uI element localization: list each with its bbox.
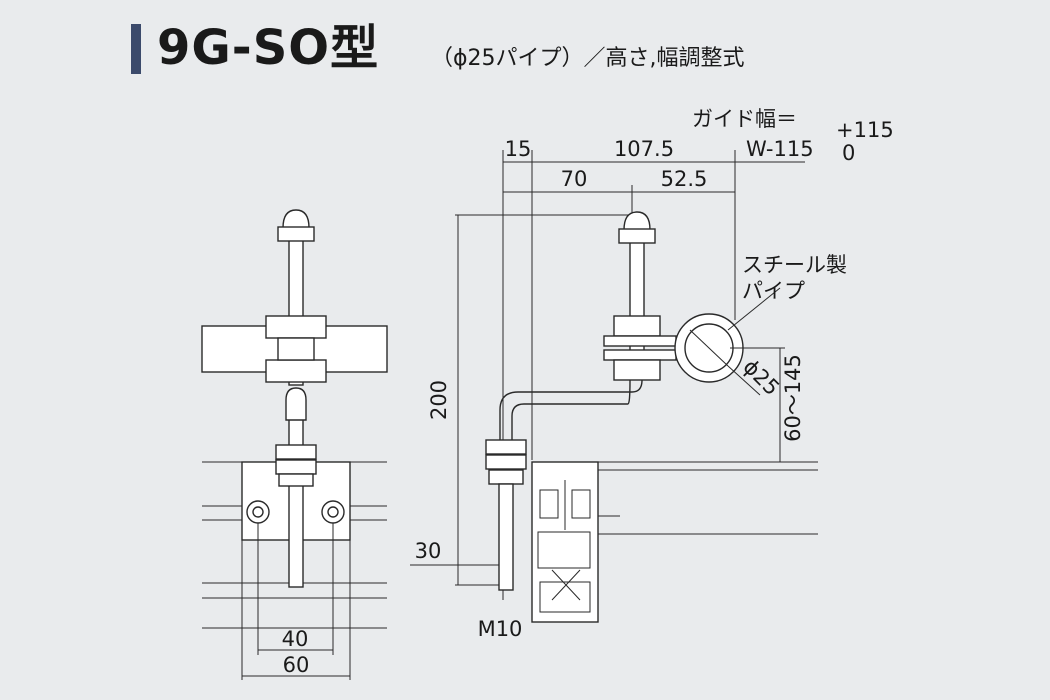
dim-70: 70 xyxy=(561,167,588,191)
tolerance-upper: +115 xyxy=(836,118,894,142)
dim-height-lines xyxy=(730,347,785,462)
front-bolt-hole-right xyxy=(321,500,345,524)
front-dim-lines xyxy=(241,523,351,680)
side-bent-rod-outer xyxy=(499,372,643,590)
pipe-diameter-line xyxy=(689,329,729,367)
side-clamp-plate-1 xyxy=(603,335,677,347)
side-clamp-plate-2 xyxy=(603,349,677,361)
front-view: 40 60 xyxy=(201,209,388,680)
side-view: 15 107.5 70 52.5 ガイド幅＝ W-115 +115 0 200 … xyxy=(410,107,894,641)
side-top-nut xyxy=(618,228,656,244)
dim-52-5: 52.5 xyxy=(661,167,708,191)
front-clamp-body xyxy=(277,337,315,361)
front-lower-rod xyxy=(288,394,304,588)
side-clamp-lower xyxy=(613,359,661,381)
side-clamp-upper xyxy=(613,315,661,337)
front-bolt-hole-left xyxy=(246,500,270,524)
pipe-diameter: ϕ25 xyxy=(738,355,784,401)
pipe-label-leader xyxy=(727,287,781,331)
dim-15: 15 xyxy=(505,137,532,161)
page-title: 9G-SO型 xyxy=(157,20,380,76)
side-acorn-nut xyxy=(623,211,651,231)
dim-200: 200 xyxy=(427,380,451,420)
guide-width-label: ガイド幅＝ xyxy=(692,107,797,131)
front-lower-nut-1 xyxy=(275,444,317,460)
title-accent-bar xyxy=(131,24,141,74)
front-lower-nut-2 xyxy=(275,459,317,475)
front-clamp-lower xyxy=(265,359,327,383)
side-lower-rod xyxy=(498,483,514,591)
front-clamp-upper xyxy=(265,315,327,339)
tolerance-lower: 0 xyxy=(842,141,855,165)
side-lower-nut-2 xyxy=(485,454,527,470)
guide-width-value: W-115 xyxy=(746,137,814,161)
bolt-size: M10 xyxy=(478,617,523,641)
page-subtitle: （ϕ25パイプ）／高さ,幅調整式 xyxy=(431,46,745,71)
pipe-label-line1: スチール製 xyxy=(742,253,847,277)
front-top-nut xyxy=(277,226,315,242)
dim-60: 60 xyxy=(283,653,310,677)
side-lower-washer xyxy=(488,469,524,485)
dim-40: 40 xyxy=(282,627,309,651)
side-bent-rod-inner xyxy=(511,372,631,590)
dim-200-lines xyxy=(455,214,640,585)
dim-30: 30 xyxy=(415,539,442,563)
pipe-label-line2: パイプ xyxy=(742,279,805,303)
dim-107-5: 107.5 xyxy=(614,137,674,161)
side-lower-nut-1 xyxy=(485,439,527,455)
aluminium-profile xyxy=(531,461,818,623)
front-joint xyxy=(285,387,307,421)
pipe-diameter-leader xyxy=(727,365,761,396)
front-lower-washer xyxy=(278,473,314,487)
front-acorn-nut xyxy=(282,209,310,229)
dim-height-range: 60～145 xyxy=(781,354,805,442)
